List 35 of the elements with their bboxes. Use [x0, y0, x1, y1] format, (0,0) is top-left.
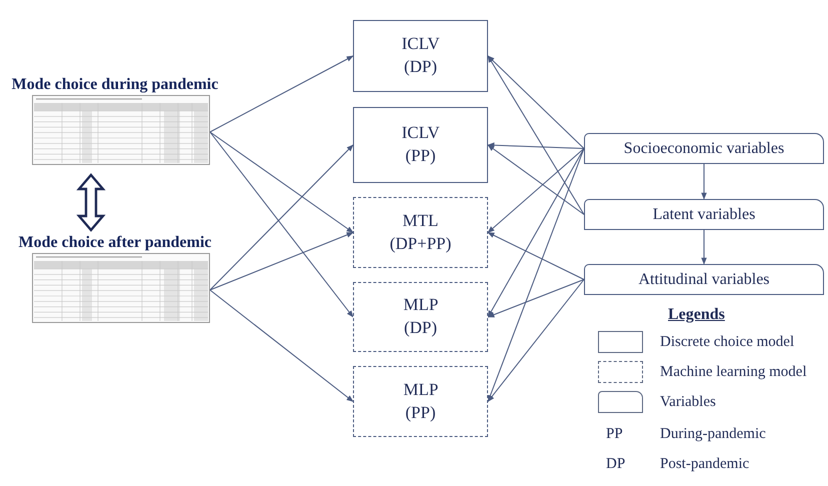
arrow	[487, 142, 584, 149]
legend-heading: Legends	[668, 306, 725, 324]
double-headed-block-arrow	[76, 173, 106, 232]
machine-learning-model-box: MLP (DP)	[353, 282, 488, 352]
abbreviation: PP	[606, 425, 623, 443]
arrow	[210, 144, 354, 290]
arrow	[487, 148, 584, 233]
legend-text: Machine learning model	[660, 363, 807, 381]
panel-heading: Mode choice after pandemic	[18, 233, 212, 253]
arrow	[210, 56, 354, 132]
arrow	[210, 232, 354, 290]
arrow	[210, 132, 354, 233]
legend-text: Post-pandemic	[660, 455, 750, 473]
arrow	[488, 56, 584, 149]
legend-text: During-pandemic	[660, 425, 766, 443]
discrete-choice-model-box: ICLV (PP)	[353, 107, 488, 183]
arrow	[487, 232, 584, 280]
arrow	[701, 164, 707, 200]
machine-learning-model-box: MTL (DP+PP)	[353, 197, 488, 268]
panel-heading: Mode choice during pandemic	[10, 75, 220, 95]
arrow	[488, 148, 584, 318]
arrow	[488, 279, 584, 402]
legend-text: Discrete choice model	[660, 333, 794, 351]
variable-box: Attitudinal variables	[584, 264, 824, 295]
arrow	[487, 279, 584, 318]
machine-learning-model-box: MLP (PP)	[353, 366, 488, 437]
legend-text: Variables	[660, 393, 716, 411]
arrow	[210, 132, 354, 318]
abbreviation: DP	[606, 455, 626, 473]
arrow	[487, 144, 584, 215]
arrow	[210, 290, 354, 402]
arrow	[701, 230, 707, 265]
variable-box: Socioeconomic variables	[584, 133, 824, 164]
variable-box: Latent variables	[584, 199, 824, 230]
discrete-choice-model-box: ICLV (DP)	[353, 20, 488, 92]
